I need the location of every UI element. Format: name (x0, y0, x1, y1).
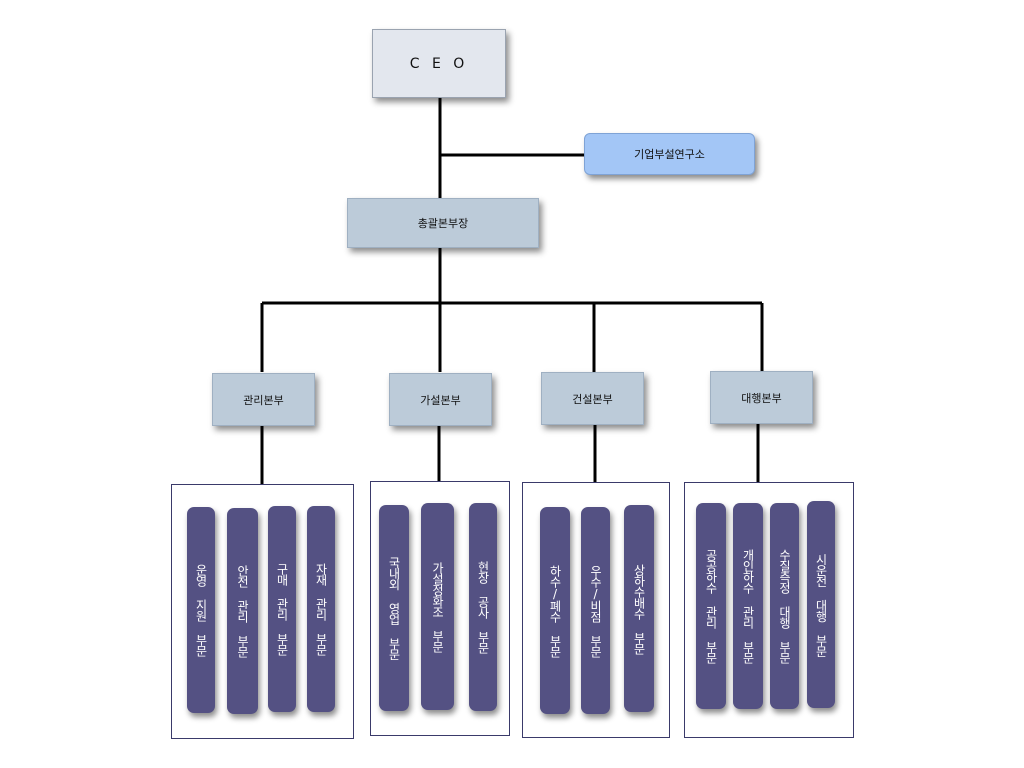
department-label: 하수/폐수 부문 (548, 564, 562, 657)
department-label: 시운전 대행 부문 (814, 553, 828, 656)
department-label: 안전 관리 부문 (235, 565, 250, 657)
department-bar: 공공하수 관리 부문 (696, 503, 726, 709)
department-group-management: 운영 지원 부문 안전 관리 부문 구매 관리 부문 자재 관리 부문 (171, 484, 354, 739)
department-bar: 구매 관리 부문 (268, 506, 296, 712)
department-label: 구매 관리 부문 (275, 563, 289, 655)
department-label: 우수/비점 부문 (588, 564, 603, 657)
division-label: 관리본부 (243, 393, 284, 407)
department-bar: 하수/폐수 부문 (540, 507, 570, 714)
department-bar: 시운전 대행 부문 (807, 501, 835, 708)
department-bar: 운영 지원 부문 (187, 507, 215, 713)
ceo-box: C E O (372, 29, 506, 98)
department-group-construction: 하수/폐수 부문 우수/비점 부문 상하수배수 부문 (522, 482, 670, 738)
department-bar: 우수/비점 부문 (581, 507, 610, 714)
department-bar: 개인하수 관리 부문 (733, 503, 763, 709)
division-management: 관리본부 (212, 373, 315, 426)
division-construction: 건설본부 (541, 372, 644, 425)
department-bar: 가설정화조 부문 (421, 503, 454, 710)
division-label: 건설본부 (572, 392, 613, 406)
department-label: 공공하수 관리 부문 (704, 549, 718, 663)
department-bar: 수질측정 대행 부문 (770, 503, 799, 709)
department-bar: 상하수배수 부문 (624, 505, 654, 712)
department-bar: 안전 관리 부문 (227, 508, 258, 714)
general-hq-box: 총괄본부장 (347, 198, 539, 248)
department-label: 가설정화조 부문 (430, 561, 445, 652)
department-label: 자재 관리 부문 (314, 563, 328, 655)
department-label: 개인하수 관리 부문 (741, 549, 755, 663)
department-bar: 현장 공사 부문 (469, 503, 497, 711)
division-temporary: 가설본부 (389, 373, 492, 426)
department-group-temporary: 국내외 영업 부문 가설정화조 부문 현장 공사 부문 (370, 481, 510, 736)
general-hq-label: 총괄본부장 (417, 217, 469, 230)
department-label: 국내외 영업 부문 (387, 556, 401, 660)
department-group-agency: 공공하수 관리 부문 개인하수 관리 부문 수질측정 대행 부문 시운전 대행 … (684, 482, 854, 738)
division-label: 대행본부 (741, 391, 782, 405)
department-bar: 국내외 영업 부문 (379, 505, 409, 711)
division-label: 가설본부 (420, 393, 461, 407)
research-lab-box: 기업부설연구소 (584, 133, 755, 175)
department-label: 현장 공사 부문 (476, 561, 490, 653)
department-bar: 자재 관리 부문 (307, 506, 335, 712)
research-lab-label: 기업부설연구소 (634, 148, 705, 161)
department-label: 수질측정 대행 부문 (777, 549, 792, 663)
department-label: 상하수배수 부문 (632, 563, 646, 654)
department-label: 운영 지원 부문 (194, 564, 208, 656)
ceo-label: C E O (409, 55, 469, 72)
division-agency: 대행본부 (710, 371, 813, 424)
